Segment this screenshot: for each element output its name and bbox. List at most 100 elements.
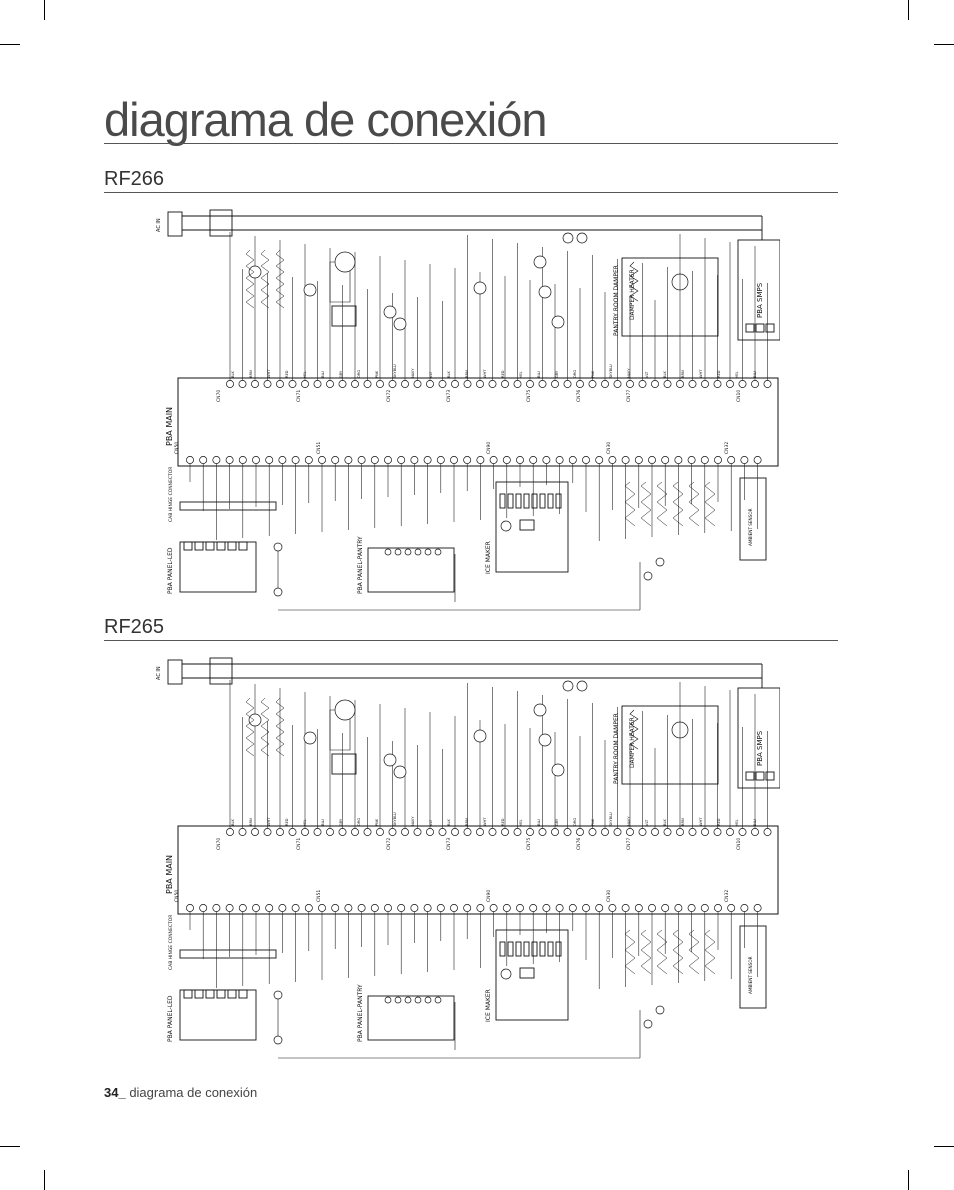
wire-color-label: WHT — [699, 369, 703, 378]
wire-color-label: VLT — [645, 819, 649, 826]
pba-main-label: PBA MAIN — [165, 407, 174, 446]
ice-maker-pin — [507, 941, 514, 957]
panel-led-pin — [238, 541, 248, 551]
connector-pin — [551, 828, 559, 836]
connector-pin — [463, 828, 472, 836]
thermistor-sensor — [640, 481, 652, 527]
panel-pantry-pin — [414, 548, 422, 556]
crop-mark — [0, 1146, 20, 1147]
component-symbol — [383, 753, 397, 767]
heater-resistor — [275, 697, 285, 757]
connector-pin — [700, 456, 709, 464]
running-capacitor — [331, 305, 357, 327]
connector-pin — [186, 456, 194, 464]
component-symbol — [538, 285, 552, 299]
connector-pin — [526, 828, 534, 836]
connector-pin — [489, 904, 498, 912]
connector-pin — [502, 904, 511, 912]
panel-led-pin — [183, 989, 193, 999]
ice-maker-pin — [515, 941, 522, 957]
connector-pin — [401, 828, 409, 836]
wire-color-label: GRY — [339, 818, 343, 826]
connector-pin — [701, 380, 709, 388]
connector-label: CN71 — [296, 838, 302, 850]
section-heading-rf265: RF265 — [104, 616, 165, 638]
wire-color-label: VLT — [645, 371, 649, 378]
connector-pin — [186, 904, 194, 912]
panel-pantry-pin — [414, 996, 422, 1004]
connector-pin — [529, 456, 538, 464]
wire-color-label: ORG — [357, 818, 361, 826]
connector-label: CN71 — [296, 390, 302, 402]
panel-pantry-pin — [394, 996, 402, 1004]
page-footer: 34_ diagrama de conexión — [104, 1085, 257, 1100]
panel-led-pin — [227, 541, 237, 551]
pba-smps-label: PBA SMPS — [756, 282, 764, 318]
panel-led-pin — [216, 541, 226, 551]
terminal-b-symbol — [655, 557, 665, 567]
section-rule — [104, 192, 838, 193]
connector-pin — [363, 380, 372, 388]
door-switch-symbol — [273, 587, 283, 597]
connector-pin — [555, 456, 564, 464]
wire-color-label: BLU — [537, 819, 541, 826]
connector-pin — [674, 456, 683, 464]
connector-pin — [568, 456, 577, 464]
connector-pin — [608, 456, 617, 464]
wire-color-label: NAVY — [411, 816, 415, 826]
thermistor-sensor — [640, 929, 652, 975]
connector-pin — [397, 904, 406, 912]
connector-pin — [238, 380, 247, 388]
connector-pin — [291, 456, 300, 464]
panel-led-pin — [205, 541, 215, 551]
component-symbol — [383, 305, 397, 319]
connector-pin — [410, 456, 419, 464]
ice-maker-pin — [555, 941, 562, 957]
heater-resistor — [260, 697, 270, 757]
terminal-a-symbol — [576, 680, 588, 692]
ice-maker-box — [495, 481, 569, 573]
ambient-sensor-box — [739, 477, 767, 561]
panel-led-pin — [238, 989, 248, 999]
wire-color-label: YEL — [519, 820, 523, 826]
wire-color-label: WHT — [699, 817, 703, 826]
connector-pin — [551, 380, 559, 388]
connector-label: CN50 — [174, 442, 180, 454]
panel-led-pin — [194, 541, 204, 551]
pba-smps-label: PBA SMPS — [756, 730, 764, 766]
connector-pin — [601, 380, 609, 388]
wire-color-label: WHT — [483, 817, 487, 826]
connector-pin — [313, 380, 322, 388]
connector-pin — [713, 380, 722, 388]
pba-panel-pantry-box — [367, 995, 455, 1041]
ice-maker-pin — [555, 493, 562, 509]
ice-maker-motor — [500, 520, 512, 532]
connector-pin — [676, 828, 684, 836]
component-symbol — [551, 763, 565, 777]
connector-label: CN77 — [626, 390, 632, 402]
crop-mark — [44, 1170, 45, 1190]
cab-hinge-connector — [179, 949, 277, 959]
ice-maker-heater — [519, 519, 535, 531]
wire-color-label: YEL — [519, 372, 523, 378]
thermistor-sensor — [656, 929, 668, 975]
connector-pin — [476, 380, 484, 388]
connector-pin — [576, 380, 584, 388]
smps-terminal — [765, 323, 775, 333]
thermistor-sensor — [624, 481, 636, 527]
smps-terminal — [745, 323, 755, 333]
connector-pin — [638, 380, 647, 388]
wire-color-label: SKYBLU — [393, 364, 397, 378]
wire-color-label: BLU — [753, 819, 757, 826]
connector-pin — [588, 828, 597, 836]
connector-pin — [727, 456, 736, 464]
connector-pin — [304, 904, 313, 912]
page-number: 34_ — [104, 1085, 126, 1100]
ac-label: AC IN — [156, 666, 162, 680]
panel-pantry-pin — [424, 996, 432, 1004]
connector-pin — [331, 904, 340, 912]
connector-label: CN73 — [446, 838, 452, 850]
